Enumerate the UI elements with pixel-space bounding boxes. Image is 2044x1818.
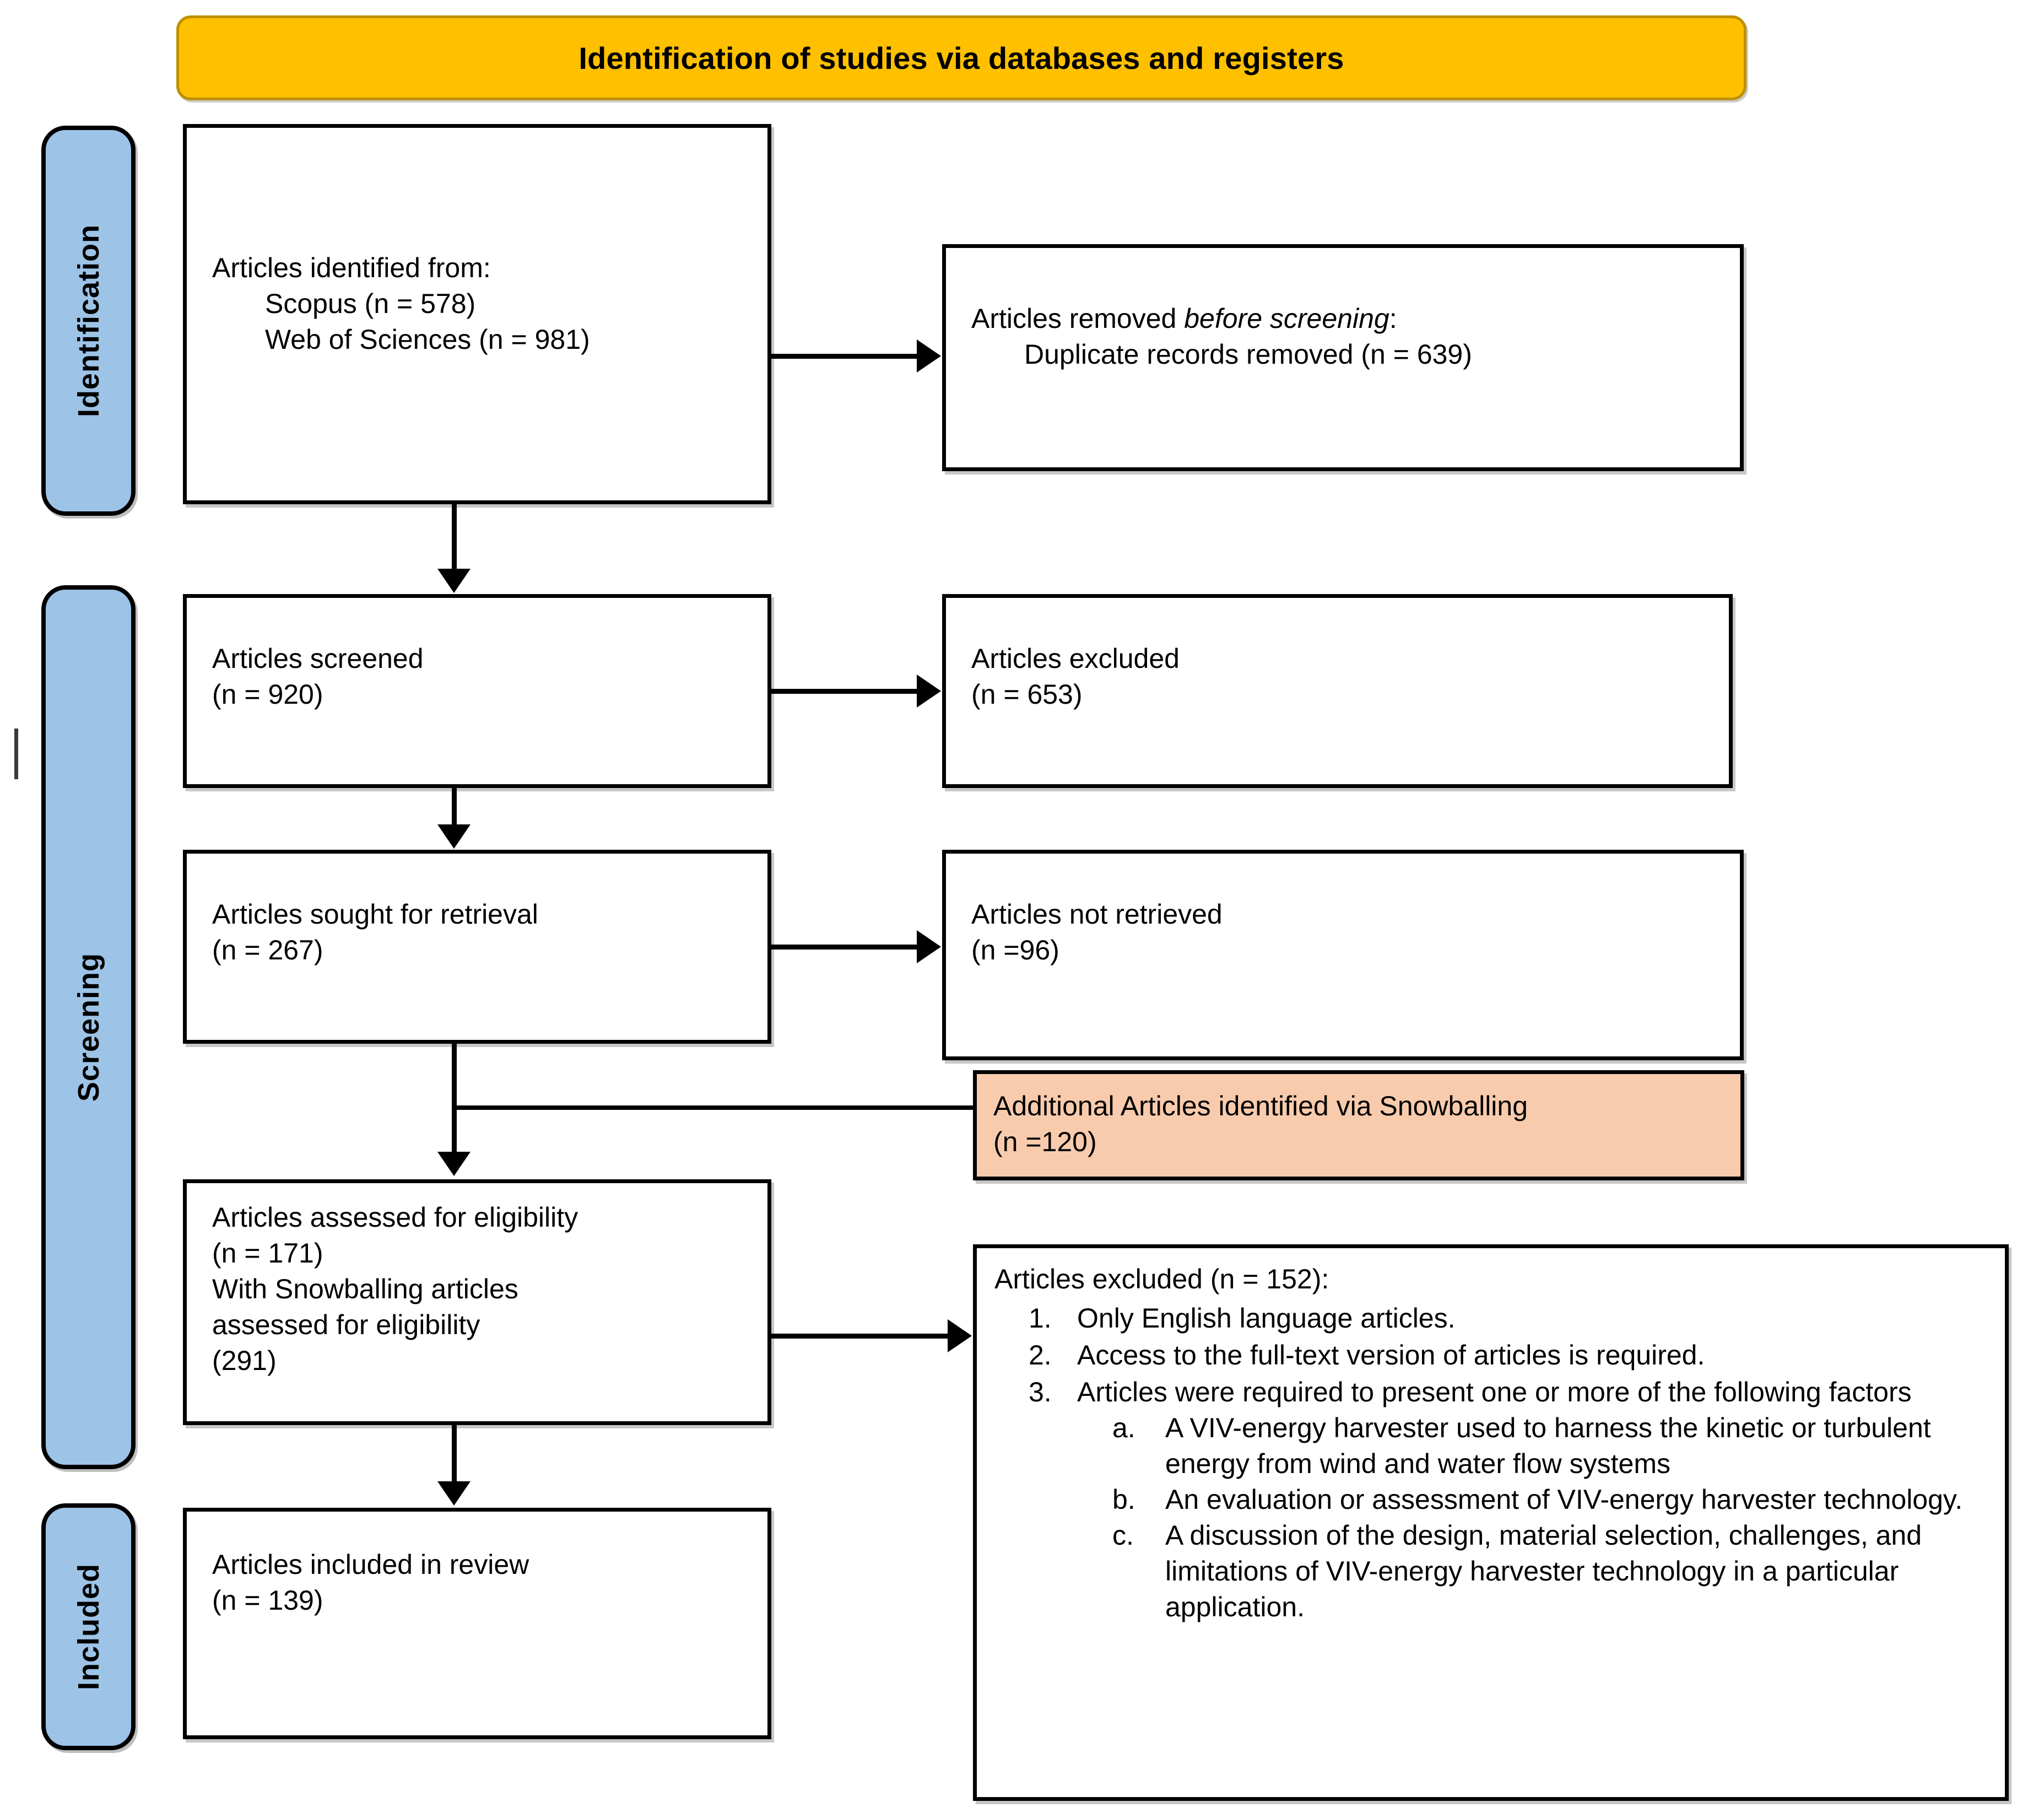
box-snowballing-text: Additional Articles identified via Snowb… (993, 1088, 1727, 1160)
exclusion-item: 2. Access to the full-text version of ar… (994, 1337, 1994, 1373)
box-articles-excluded-screening: Articles excluded (n = 653) (942, 594, 1733, 788)
snowballing-line-1: Additional Articles identified via Snowb… (993, 1091, 1528, 1121)
box-articles-included-text: Articles included in review (n = 139) (212, 1547, 754, 1619)
phase-tab-included[interactable]: Included (41, 1503, 136, 1750)
arrowhead-identified-to-removed (917, 339, 941, 373)
box-articles-sought-retrieval-text: Articles sought for retrieval (n = 267) (212, 897, 754, 968)
exclusion-item-number: 3. (1029, 1377, 1052, 1407)
arrowhead-screened-to-excluded (917, 675, 941, 708)
removed-line-2: Duplicate records removed (n = 639) (1024, 339, 1472, 370)
removed-prefix: Articles removed (971, 303, 1185, 334)
eligibility-line-2: (n = 171) (212, 1238, 323, 1269)
arrowhead-screened-to-sought (437, 824, 471, 849)
box-articles-screened: Articles screened (n = 920) (183, 594, 771, 788)
exclusion-item-text: Articles were required to present one or… (1077, 1377, 1912, 1407)
excluded-screening-line-1: Articles excluded (971, 643, 1180, 674)
sought-line-2: (n = 267) (212, 935, 323, 965)
exclusion-subitem: c. A discussion of the design, material … (1077, 1518, 1994, 1625)
connector-eligibility-to-included (452, 1425, 457, 1482)
banner-title: Identification of studies via databases … (578, 40, 1344, 75)
eligibility-line-4: assessed for eligibility (212, 1309, 480, 1340)
box-articles-excluded-screening-text: Articles excluded (n = 653) (971, 641, 1716, 713)
phase-tab-identification[interactable]: Identification (41, 126, 136, 516)
exclusion-subitem-text: A VIV-energy harvester used to harness t… (1165, 1412, 1931, 1479)
exclusion-item: 3. Articles were required to present one… (994, 1374, 1994, 1625)
removed-suffix: : (1389, 303, 1397, 334)
exclusion-subitem: b. An evaluation or assessment of VIV-en… (1077, 1482, 1994, 1518)
arrowhead-sought-to-not-retrieved (917, 930, 941, 963)
included-line-1: Articles included in review (212, 1549, 529, 1580)
box-articles-not-retrieved: Articles not retrieved (n =96) (942, 850, 1744, 1060)
box-articles-removed: Articles removed before screening: Dupli… (942, 244, 1744, 471)
box-articles-screened-text: Articles screened (n = 920) (212, 641, 754, 713)
connector-sought-to-eligibility (452, 1044, 457, 1153)
connector-identified-to-removed (771, 354, 919, 359)
included-line-2: (n = 139) (212, 1585, 323, 1616)
identified-line-3: Web of Sciences (n = 981) (265, 324, 590, 355)
screened-line-2: (n = 920) (212, 679, 323, 710)
exclusion-item-number: 1. (1029, 1303, 1052, 1334)
phase-tab-included-label: Included (72, 1563, 105, 1690)
box-articles-not-retrieved-text: Articles not retrieved (n =96) (971, 897, 1727, 968)
exclusion-subitem-text: An evaluation or assessment of VIV-energ… (1165, 1484, 1963, 1515)
phase-tab-screening-label: Screening (72, 952, 105, 1102)
exclusion-subitem-number: c. (1112, 1520, 1134, 1551)
exclusion-item-text: Access to the full-text version of artic… (1077, 1340, 1705, 1371)
removed-italic: before screening (1184, 303, 1389, 334)
exclusion-criteria-list: 1. Only English language articles. 2. Ac… (994, 1301, 1994, 1625)
arrowhead-identified-to-screened (437, 569, 471, 593)
box-eligibility-text: Articles assessed for eligibility (n = 1… (212, 1200, 754, 1379)
exclusion-subitem-text: A discussion of the design, material sel… (1165, 1520, 1922, 1622)
connector-screened-to-excluded (771, 689, 919, 694)
not-retrieved-line-2: (n =96) (971, 935, 1059, 965)
arrowhead-sought-to-eligibility (437, 1152, 471, 1176)
diagram-banner: Identification of studies via databases … (176, 15, 1746, 100)
box-articles-identified-text: Articles identified from: Scopus (n = 57… (212, 250, 754, 358)
arrowhead-eligibility-to-exclusion-list (948, 1319, 972, 1352)
box-articles-included-review: Articles included in review (n = 139) (183, 1508, 771, 1739)
connector-sought-to-not-retrieved (771, 945, 919, 950)
left-margin-tick (14, 729, 18, 779)
excluded-screening-line-2: (n = 653) (971, 679, 1083, 710)
box-additional-articles-snowballing: Additional Articles identified via Snowb… (973, 1070, 1744, 1180)
identified-line-1: Articles identified from: (212, 252, 491, 283)
screened-line-1: Articles screened (212, 643, 424, 674)
box-articles-sought-retrieval: Articles sought for retrieval (n = 267) (183, 850, 771, 1044)
eligibility-line-1: Articles assessed for eligibility (212, 1202, 578, 1233)
snowballing-line-2: (n =120) (993, 1126, 1097, 1157)
connector-snowballing-to-eligibility (452, 1105, 975, 1110)
box-articles-removed-text: Articles removed before screening: Dupli… (971, 301, 1727, 373)
exclusion-item-number: 2. (1029, 1340, 1052, 1371)
exclusion-item-text: Only English language articles. (1077, 1303, 1456, 1334)
exclusion-subitem-list: a. A VIV-energy harvester used to harnes… (1077, 1410, 1994, 1625)
sought-line-1: Articles sought for retrieval (212, 899, 538, 930)
exclusion-subitem-number: a. (1112, 1412, 1135, 1443)
removed-line-1: Articles removed before screening: (971, 301, 1727, 337)
exclusion-item: 1. Only English language articles. (994, 1301, 1994, 1336)
exclusion-subitem-number: b. (1112, 1484, 1135, 1515)
phase-tab-identification-label: Identification (72, 224, 105, 417)
box-exclusion-list-text: Articles excluded (n = 152): 1. Only Eng… (994, 1261, 1994, 1626)
not-retrieved-line-1: Articles not retrieved (971, 899, 1223, 930)
connector-identified-to-screened (452, 504, 457, 570)
exclusion-heading: Articles excluded (n = 152): (994, 1264, 1329, 1294)
exclusion-subitem: a. A VIV-energy harvester used to harnes… (1077, 1410, 1994, 1482)
connector-eligibility-to-exclusion-list (771, 1334, 950, 1339)
eligibility-line-3: With Snowballing articles (212, 1274, 518, 1304)
box-articles-excluded-eligibility: Articles excluded (n = 152): 1. Only Eng… (973, 1244, 2009, 1801)
arrowhead-eligibility-to-included (437, 1481, 471, 1506)
box-articles-identified: Articles identified from: Scopus (n = 57… (183, 124, 771, 504)
box-articles-assessed-eligibility: Articles assessed for eligibility (n = 1… (183, 1179, 771, 1425)
phase-tab-screening[interactable]: Screening (41, 585, 136, 1469)
eligibility-line-5: (291) (212, 1345, 277, 1376)
connector-screened-to-sought (452, 788, 457, 826)
identified-line-2: Scopus (n = 578) (265, 288, 476, 319)
